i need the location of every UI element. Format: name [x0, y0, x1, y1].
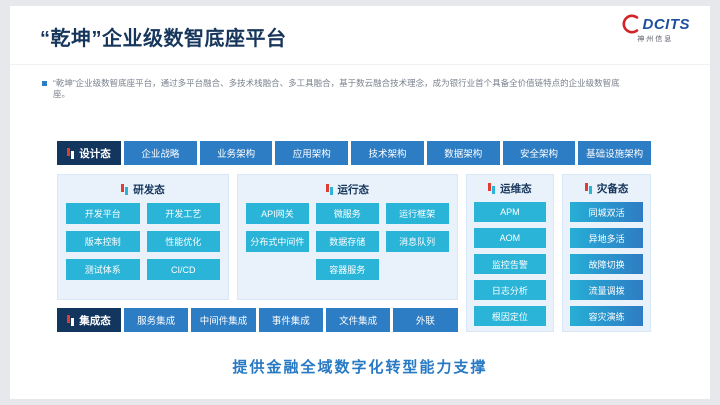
- runtime-state-header: 运行态: [246, 182, 449, 196]
- runtime-state-label-text: 运行态: [337, 183, 370, 196]
- mid-panels: 研发态 开发平台 开发工艺 版本控制 性能优化 测试体系 CI/CD: [57, 174, 458, 300]
- disaster-state-label-text: 灾备态: [596, 182, 629, 195]
- logo-row: DCITS: [621, 14, 691, 34]
- design-item: 应用架构: [275, 141, 349, 165]
- company-logo: DCITS 神州信息: [621, 14, 691, 44]
- integration-item: 服务集成: [124, 308, 189, 332]
- integration-item: 事件集成: [258, 308, 323, 332]
- ops-state-label-text: 运维态: [500, 182, 532, 195]
- page-title: “乾坤”企业级数智底座平台: [40, 28, 287, 50]
- disaster-item: 同城双活: [570, 202, 643, 222]
- integration-item: 中间件集成: [191, 308, 256, 332]
- dev-item: 版本控制: [66, 231, 140, 252]
- design-item: 安全架构: [502, 141, 576, 165]
- runtime-state-panel: 运行态 API网关 微服务 运行框架 分布式中间件 数据存储 消息队列 容器服务: [237, 174, 458, 300]
- dev-state-label-text: 研发态: [133, 183, 165, 196]
- ops-item: 根因定位: [473, 306, 547, 326]
- design-state-label: 设计态: [57, 141, 121, 165]
- ops-item: 日志分析: [473, 280, 547, 300]
- runtime-item: API网关: [246, 203, 309, 224]
- design-item: 基础设施架构: [578, 141, 652, 165]
- diagram-main: 研发态 开发平台 开发工艺 版本控制 性能优化 测试体系 CI/CD: [57, 174, 651, 332]
- state-tag-icon: [325, 183, 334, 195]
- runtime-item: 消息队列: [385, 231, 449, 252]
- architecture-diagram: 设计态 企业战略 业务架构 应用架构 技术架构 数据架构 安全架构 基础设施架构…: [57, 141, 652, 332]
- dev-items-grid: 开发平台 开发工艺 版本控制 性能优化 测试体系 CI/CD: [66, 203, 220, 280]
- disaster-item: 异地多活: [570, 228, 643, 248]
- left-block: 研发态 开发平台 开发工艺 版本控制 性能优化 测试体系 CI/CD: [57, 174, 458, 332]
- ops-state-header: 运维态: [474, 181, 547, 195]
- disaster-item: 容灾演练: [570, 306, 643, 326]
- disaster-state-header: 灾备态: [570, 181, 643, 195]
- runtime-items-grid: API网关 微服务 运行框架 分布式中间件 数据存储 消息队列 容器服务: [246, 203, 449, 280]
- disaster-item: 故障切换: [570, 254, 643, 274]
- integration-item: 文件集成: [325, 308, 391, 332]
- disaster-item: 流量调拨: [570, 280, 643, 300]
- dev-item: 性能优化: [146, 231, 220, 252]
- runtime-item: 容器服务: [315, 259, 379, 280]
- design-item: 企业战略: [124, 141, 197, 165]
- ops-item: AOM: [473, 228, 547, 248]
- dev-state-panel: 研发态 开发平台 开发工艺 版本控制 性能优化 测试体系 CI/CD: [57, 174, 229, 300]
- dev-state-header: 研发态: [66, 182, 220, 196]
- state-tag-icon: [67, 147, 75, 159]
- state-tag-icon: [121, 183, 129, 195]
- dev-item: 开发工艺: [146, 203, 220, 224]
- footer-slogan: 提供金融全域数字化转型能力支撑: [232, 359, 488, 376]
- dev-item: 开发平台: [66, 203, 140, 224]
- runtime-item: 数据存储: [315, 231, 379, 252]
- bullet-square-icon: [42, 81, 47, 86]
- runtime-item: 分布式中间件: [246, 231, 309, 252]
- integration-state-label: 集成态: [57, 308, 121, 332]
- state-tag-icon: [67, 314, 75, 326]
- header-divider: [10, 64, 710, 65]
- design-state-row: 设计态 企业战略 业务架构 应用架构 技术架构 数据架构 安全架构 基础设施架构: [57, 141, 652, 165]
- slide: “乾坤”企业级数智底座平台 DCITS 神州信息 “乾坤”企业级数智底座平台，通…: [10, 6, 710, 399]
- ops-item: 监控告警: [473, 254, 547, 274]
- design-item: 业务架构: [199, 141, 273, 165]
- logo-brand-text: DCITS: [642, 15, 690, 33]
- integration-state-label-text: 集成态: [79, 314, 111, 327]
- logo-swoosh-icon: [622, 14, 638, 34]
- runtime-item: 微服务: [315, 203, 379, 224]
- disaster-state-panel: 灾备态 同城双活 异地多活 故障切换 流量调拨 容灾演练: [562, 174, 651, 332]
- runtime-item: 运行框架: [385, 203, 449, 224]
- design-item: 技术架构: [351, 141, 424, 165]
- intro-line: “乾坤”企业级数智底座平台，通过多平台融合、多技术栈融合、多工具融合，基于数云融…: [42, 78, 632, 101]
- dev-item: 测试体系: [66, 259, 140, 280]
- ops-state-panel: 运维态 APM AOM 监控告警 日志分析 根因定位: [465, 174, 555, 332]
- logo-company-name: 神州信息: [637, 36, 674, 43]
- ops-items-stack: APM AOM 监控告警 日志分析 根因定位: [473, 202, 547, 326]
- design-state-label-text: 设计态: [79, 147, 111, 160]
- state-tag-icon: [488, 182, 496, 194]
- integration-item: 外联: [393, 308, 458, 332]
- ops-item: APM: [473, 202, 547, 222]
- design-item: 数据架构: [426, 141, 500, 165]
- integration-state-row: 集成态 服务集成 中间件集成 事件集成 文件集成 外联: [57, 308, 458, 332]
- disaster-items-stack: 同城双活 异地多活 故障切换 流量调拨 容灾演练: [570, 202, 643, 326]
- state-tag-icon: [584, 182, 593, 194]
- dev-item: CI/CD: [146, 259, 220, 280]
- intro-text: “乾坤”企业级数智底座平台，通过多平台融合、多技术栈融合、多工具融合，基于数云融…: [53, 78, 620, 100]
